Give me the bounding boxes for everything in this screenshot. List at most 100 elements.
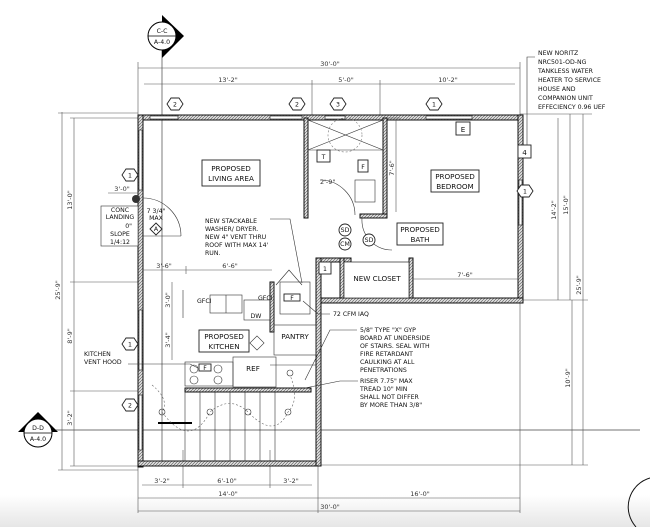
section-label: C-C [157,28,168,35]
sheet-ref: A-4.0 [30,436,46,443]
svg-text:2: 2 [295,102,299,109]
svg-text:3'-4": 3'-4" [164,332,172,347]
svg-text:3'-6": 3'-6" [156,262,171,270]
corner-circle-fragment [627,477,650,527]
svg-text:6'-10": 6'-10" [217,477,237,485]
svg-text:1: 1 [323,266,327,273]
svg-text:CONC: CONC [111,207,129,214]
note-iaq: 72 CFM IAQ [302,300,369,318]
svg-text:PANTRY: PANTRY [281,332,309,341]
stairs [184,364,316,461]
svg-text:T: T [321,154,326,161]
room-label-bedroom: PROPOSED BEDROOM [430,169,480,193]
walls [137,114,524,468]
svg-text:SLOPE: SLOPE [110,231,130,238]
svg-text:PROPOSED: PROPOSED [435,172,475,181]
svg-text:E: E [461,125,466,134]
svg-text:8'-9": 8'-9" [66,328,74,343]
bath-fixtures: F 2'-9" 7'-6" SD CM SD [307,117,400,251]
svg-text:13'-0": 13'-0" [66,190,74,210]
svg-text:2: 2 [173,102,177,109]
svg-text:MAX: MAX [149,215,164,222]
dw-label: DW [251,313,262,320]
svg-text:25'-9": 25'-9" [54,280,62,300]
svg-text:4: 4 [522,148,527,157]
section-marker-c-c[interactable]: C-C A-4.0 [147,15,184,465]
svg-text:LIVING AREA: LIVING AREA [208,174,254,183]
svg-text:F: F [361,164,365,171]
svg-text:1: 1 [128,342,132,349]
svg-text:16'-0": 16'-0" [410,490,430,498]
svg-text:30'-0": 30'-0" [320,503,340,511]
svg-text:7'-6": 7'-6" [457,271,472,279]
svg-text:6'-6": 6'-6" [222,262,237,270]
svg-text:2: 2 [128,403,132,410]
section-label: D-D [32,425,44,432]
svg-text:5'-0": 5'-0" [338,76,353,84]
svg-text:25'-9": 25'-9" [575,275,583,295]
square-tags: E 4 T 1 [316,121,532,275]
svg-text:SD: SD [341,227,350,234]
svg-text:LANDING: LANDING [106,214,135,221]
room-label-bath: PROPOSED BATH [396,222,444,246]
room-label-kitchen: PROPOSED KITCHEN [198,329,250,353]
top-dimensions: 30'-0" 13'-2" 5'-0" 10'-2" [137,60,521,118]
svg-text:7'-6": 7'-6" [388,160,396,175]
svg-text:PROPOSED: PROPOSED [204,332,244,341]
windows [138,115,523,451]
svg-text:CM: CM [340,241,350,248]
svg-text:1: 1 [523,189,527,196]
svg-text:F: F [290,295,294,302]
svg-text:1: 1 [432,102,436,109]
svg-text:GFCI: GFCI [258,295,273,302]
window-tags: 2 2 3 1 1 1 1 2 [121,97,534,412]
svg-text:3'-2": 3'-2" [154,477,169,485]
svg-text:A: A [154,226,159,233]
svg-text:BATH: BATH [410,235,429,244]
svg-text:13'-2": 13'-2" [218,76,238,84]
svg-text:GFCI: GFCI [197,298,212,305]
left-dimensions: 25'-9" 13'-0" 8'-9" 3'-2" [54,112,138,471]
kitchen-fixtures: DW GFCI GFCI F F [151,269,316,461]
room-label-closet: NEW CLOSET 7'-6" [343,261,518,299]
svg-text:1/4:12: 1/4:12 [110,239,130,246]
sheet-ref: A-4.0 [154,39,170,46]
svg-text:PROPOSED: PROPOSED [211,164,251,173]
concrete-landing: 3'-0" CONC LANDING 0" SLOPE 1/4:12 7 3/4… [100,185,182,247]
svg-text:3'-2": 3'-2" [283,477,298,485]
svg-text:BEDROOM: BEDROOM [436,182,474,191]
right-dimensions: 14'-2" 15'-0" 25'-9" 10'-9" [318,113,592,466]
svg-text:KITCHEN: KITCHEN [208,342,239,351]
svg-text:15'-0": 15'-0" [562,195,570,215]
svg-text:3'-0": 3'-0" [164,292,172,307]
svg-text:1: 1 [128,173,132,180]
svg-text:7 3/4": 7 3/4" [147,208,166,215]
svg-text:SD: SD [365,237,374,244]
bottom-dimensions: 3'-2" 6'-10" 3'-2" 14'-0" 16'-0" 30'-0" [137,300,521,513]
svg-text:3'-2": 3'-2" [66,410,74,425]
svg-text:3: 3 [336,102,340,109]
svg-text:10'-9": 10'-9" [564,368,572,388]
svg-text:14'-2": 14'-2" [550,200,558,220]
svg-text:F: F [203,365,207,372]
room-label-living: PROPOSED LIVING AREA [201,159,261,187]
svg-text:PROPOSED: PROPOSED [400,225,440,234]
ref-label: REF [246,364,260,373]
section-marker-d-d[interactable]: D-D A-4.0 [18,412,640,448]
svg-text:10'-2": 10'-2" [438,76,458,84]
kitchen-dimensions: 3'-6" 6'-6" 3'-0" 3'-4" [143,262,272,360]
svg-text:2'-9": 2'-9" [320,178,335,186]
svg-text:0": 0" [125,223,132,230]
svg-text:3'-0": 3'-0" [114,185,129,193]
